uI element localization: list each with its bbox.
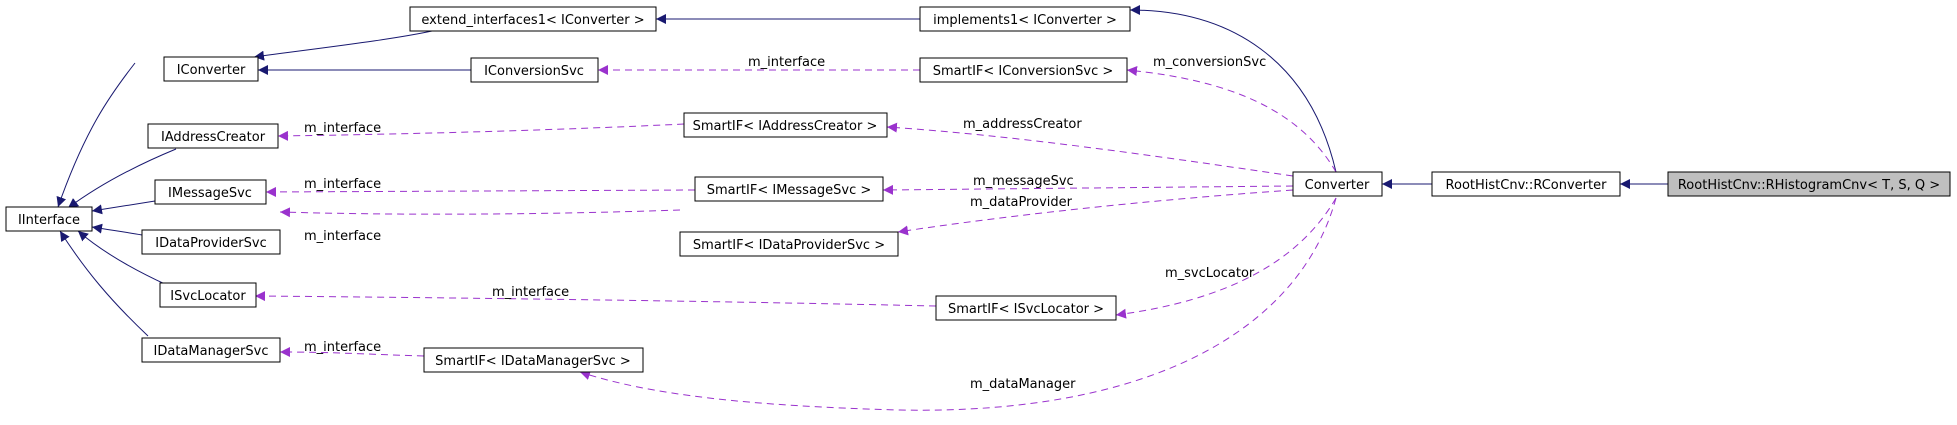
edge-isvclocator-to-iinterface — [77, 230, 168, 286]
class-node-rhistogramcnv[interactable]: RootHistCnv::RHistogramCnv< T, S, Q > — [1667, 171, 1951, 197]
class-node-label: extend_interfaces1< IConverter > — [421, 13, 644, 28]
class-node-imessagesvc[interactable]: IMessageSvc — [154, 179, 267, 205]
edge-smartif-iaddresscreator-to-iaddresscreator — [277, 123, 685, 141]
class-node-label: IMessageSvc — [168, 186, 252, 201]
edge-label-m-svclocator: m_svcLocator — [1165, 266, 1255, 281]
edge-converter-to-smartif-iaddresscreator — [886, 122, 1294, 177]
class-node-extend-interfaces1[interactable]: extend_interfaces1< IConverter > — [409, 6, 657, 32]
class-node-isvclocator[interactable]: ISvcLocator — [159, 282, 257, 308]
class-node-smartif-imessagesvc[interactable]: SmartIF< IMessageSvc > — [694, 176, 884, 202]
class-node-smartif-isvclocator[interactable]: SmartIF< ISvcLocator > — [935, 295, 1117, 321]
edge-label-m-interface-svclocator: m_interface — [492, 285, 569, 300]
edge-iconverter-to-iinterface — [56, 62, 136, 208]
edge-label-m-addresscreator: m_addressCreator — [963, 117, 1082, 132]
edge-converter-to-smartif-iconversionsvc — [1126, 65, 1337, 173]
class-node-label: SmartIF< ISvcLocator > — [948, 302, 1104, 317]
class-node-smartif-idatamanagersvc[interactable]: SmartIF< IDataManagerSvc > — [423, 347, 644, 373]
class-node-label: implements1< IConverter > — [933, 13, 1117, 28]
edge-label-m-interface-dataprovider: m_interface — [304, 229, 381, 244]
edge-idataprovidersvc-to-iinterface — [91, 223, 143, 236]
class-node-iconverter[interactable]: IConverter — [163, 56, 259, 82]
class-node-label: IAddressCreator — [161, 130, 266, 145]
edge-label-m-interface-datamanager: m_interface — [304, 340, 381, 355]
edge-label-m-interface-address: m_interface — [304, 121, 381, 136]
edge-label-m-messagesvc: m_messageSvc — [973, 174, 1074, 189]
class-node-label: Converter — [1305, 178, 1370, 193]
edge-extend-interfaces1-to-iconverter — [253, 30, 433, 61]
edge-label-m-interface-conversion: m_interface — [748, 55, 825, 70]
class-node-label: ISvcLocator — [170, 289, 246, 304]
edge-converter-to-implements1 — [1129, 5, 1337, 173]
class-node-iconversionsvc[interactable]: IConversionSvc — [470, 57, 599, 83]
class-node-implements1[interactable]: implements1< IConverter > — [919, 6, 1131, 32]
class-node-idatamanagersvc[interactable]: IDataManagerSvc — [141, 337, 281, 363]
class-node-label: SmartIF< IConversionSvc > — [933, 64, 1114, 79]
class-node-rconverter[interactable]: RootHistCnv::RConverter — [1431, 171, 1621, 197]
edge-label-m-dataprovider: m_dataProvider — [970, 195, 1073, 210]
class-node-label: IDataManagerSvc — [154, 344, 269, 359]
class-node-smartif-idataprovidersvc[interactable]: SmartIF< IDataProviderSvc > — [679, 231, 899, 257]
class-node-label: IDataProviderSvc — [155, 236, 267, 251]
class-node-iaddresscreator[interactable]: IAddressCreator — [147, 123, 279, 149]
class-node-label: IConversionSvc — [484, 64, 584, 79]
edge-label-m-datamanager: m_dataManager — [970, 377, 1076, 392]
class-node-label: SmartIF< IAddressCreator > — [693, 119, 878, 134]
edge-smartif-idataprovidersvc-to-idataprovidersvc — [279, 207, 681, 218]
edge-label-m-interface-message: m_interface — [304, 177, 381, 192]
edge-smartif-idatamanagersvc-to-idatamanagersvc — [279, 347, 425, 358]
edge-label-m-conversionsvc: m_conversionSvc — [1153, 55, 1266, 70]
class-node-iinterface[interactable]: IInterface — [5, 206, 93, 232]
class-node-label: SmartIF< IMessageSvc > — [707, 183, 872, 198]
edge-idatamanagersvc-to-iinterface — [59, 230, 149, 337]
class-node-smartif-iaddresscreator[interactable]: SmartIF< IAddressCreator > — [683, 112, 888, 138]
class-node-converter[interactable]: Converter — [1292, 171, 1383, 197]
edge-iaddresscreator-to-iinterface — [67, 148, 177, 209]
class-node-label: IConverter — [177, 63, 246, 78]
class-node-label: SmartIF< IDataProviderSvc > — [693, 238, 885, 253]
class-node-idataprovidersvc[interactable]: IDataProviderSvc — [141, 229, 281, 255]
class-node-label: RootHistCnv::RConverter — [1446, 178, 1608, 193]
class-node-label: IInterface — [18, 213, 80, 228]
edge-converter-to-smartif-isvclocator — [1115, 197, 1337, 319]
edge-converter-to-smartif-idataprovidersvc — [897, 189, 1294, 236]
edge-imessagesvc-to-iinterface — [91, 200, 156, 215]
class-node-label: SmartIF< IDataManagerSvc > — [435, 354, 631, 369]
class-node-smartif-iconversionsvc[interactable]: SmartIF< IConversionSvc > — [919, 57, 1128, 83]
edge-smartif-isvclocator-to-isvclocator — [254, 291, 937, 307]
edge-converter-to-smartif-imessagesvc — [882, 184, 1294, 195]
class-node-label: RootHistCnv::RHistogramCnv< T, S, Q > — [1678, 178, 1940, 193]
